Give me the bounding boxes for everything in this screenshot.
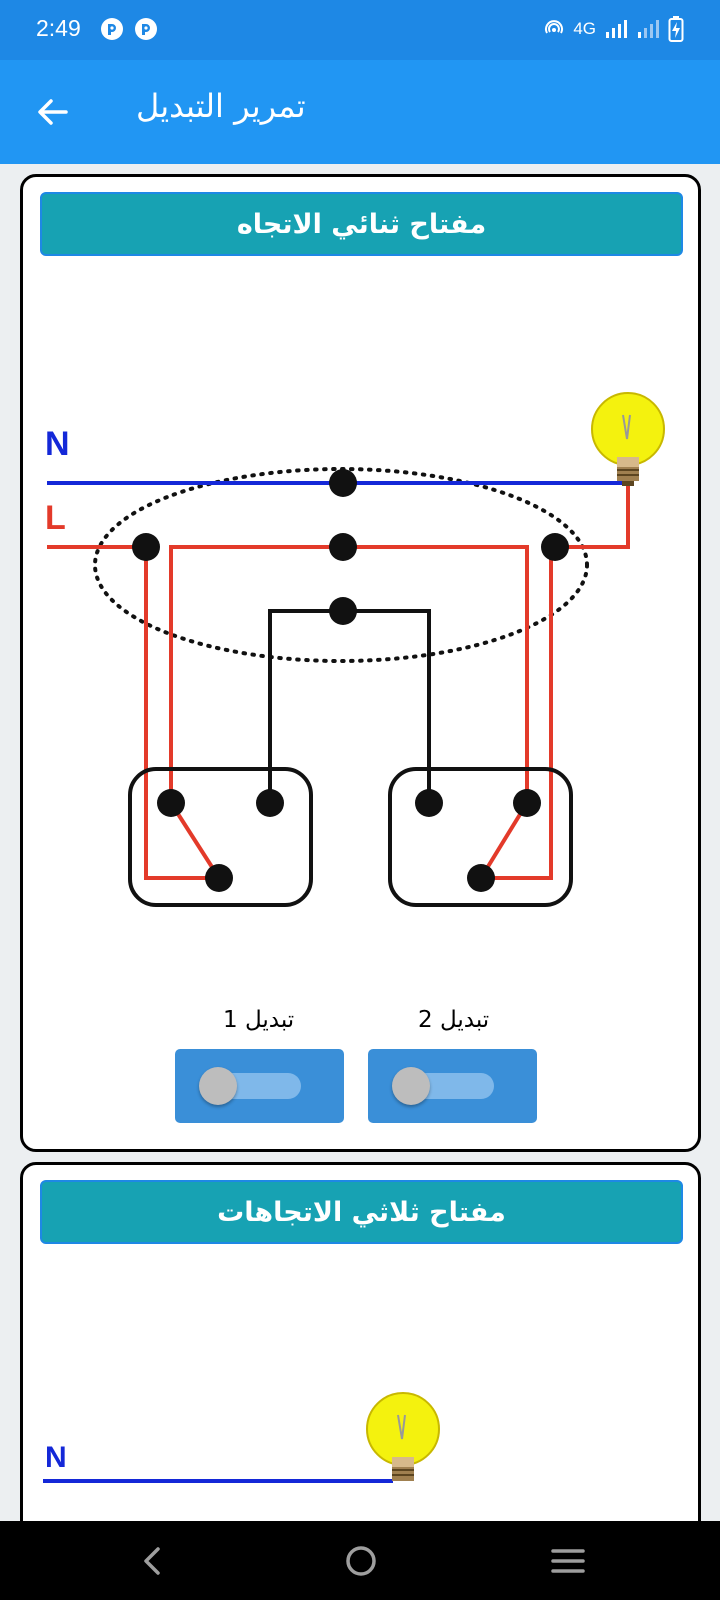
- terminal: [329, 533, 357, 561]
- neutral-label: N: [45, 425, 70, 463]
- card-header: مفتاح ثنائي الاتجاه: [40, 192, 683, 256]
- switch-1-thumb[interactable]: [199, 1067, 237, 1105]
- terminal: [329, 597, 357, 625]
- switch-1-toggle-container: [175, 1049, 344, 1123]
- terminal: [205, 864, 233, 892]
- terminal: [513, 789, 541, 817]
- two-way-switch-diagram: N L: [45, 392, 665, 907]
- card-header: مفتاح ثلاثي الاتجاهات: [40, 1180, 683, 1244]
- terminal: [157, 789, 185, 817]
- notification-icon: [101, 18, 123, 40]
- live-label: L: [45, 499, 66, 537]
- back-button[interactable]: [30, 90, 74, 134]
- junction-box: [93, 467, 589, 663]
- signal-weak-icon: [638, 20, 659, 38]
- menu-icon: [551, 1549, 585, 1573]
- two-way-switch-card: مفتاح ثنائي الاتجاه N L: [20, 174, 701, 1152]
- switch-box-1: [128, 767, 313, 907]
- status-bar: 2:49 4G: [0, 0, 720, 60]
- terminal: [467, 864, 495, 892]
- app-bar: تمرير التبديل: [0, 60, 720, 164]
- status-time: 2:49: [36, 15, 81, 41]
- notification-icon: [135, 18, 157, 40]
- nav-menu-button[interactable]: [543, 1539, 593, 1583]
- neutral-label: N: [45, 1441, 67, 1474]
- light-bulb-icon: [366, 1392, 440, 1481]
- status-system-icons: 4G: [543, 16, 684, 42]
- switch-lever: [169, 801, 221, 880]
- switch-1-label: تبديل 1: [223, 1007, 295, 1033]
- navigation-bar: [0, 1521, 720, 1600]
- live-wire: [481, 547, 553, 880]
- signal-icon: [606, 20, 627, 38]
- nav-back-button[interactable]: [128, 1539, 178, 1583]
- nav-home-button[interactable]: [336, 1539, 386, 1583]
- network-type: 4G: [573, 19, 596, 38]
- hotspot-icon: [545, 20, 564, 34]
- light-bulb-icon: [591, 392, 665, 486]
- switch-box-2: [388, 767, 573, 907]
- back-icon: [144, 1547, 160, 1575]
- lamp-feed-wire: [555, 485, 630, 549]
- terminal: [541, 533, 569, 561]
- live-wire: [169, 545, 529, 803]
- traveler-wire: [268, 609, 431, 803]
- terminal: [132, 533, 160, 561]
- page-title: تمرير التبديل: [136, 87, 306, 125]
- status-notifications: [100, 17, 158, 41]
- live-wire: [144, 547, 219, 880]
- arrow-back-icon: [38, 99, 68, 125]
- home-icon: [346, 1546, 376, 1576]
- switch-2-toggle-container: [368, 1049, 537, 1123]
- terminal: [256, 789, 284, 817]
- switch-2-thumb[interactable]: [392, 1067, 430, 1105]
- terminal: [329, 469, 357, 497]
- three-way-switch-diagram: N: [43, 1392, 440, 1483]
- switch-2-label: تبديل 2: [418, 1007, 490, 1033]
- switch-lever: [479, 801, 529, 880]
- terminal: [415, 789, 443, 817]
- battery-charging-icon: [668, 16, 684, 42]
